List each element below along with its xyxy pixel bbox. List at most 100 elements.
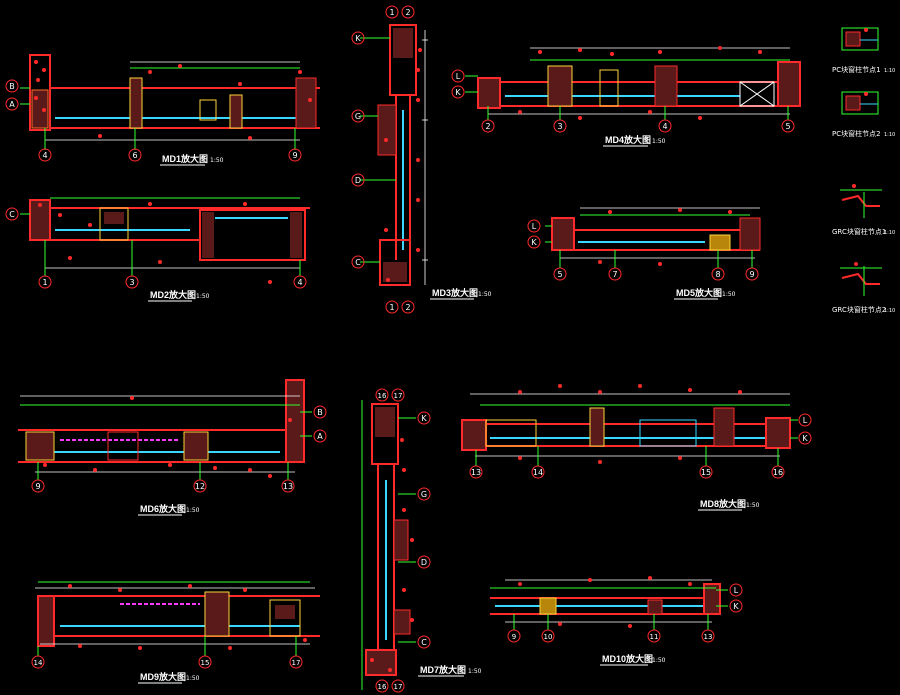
svg-text:L: L [734,586,739,595]
drawing-md10: 9 10 11 13 L K MD10放大图 1:50 [490,576,743,666]
svg-text:17: 17 [292,659,301,667]
plan-geometry [20,197,310,261]
annotation-dots [34,60,312,140]
grid-bubble: 16 [375,388,389,402]
svg-text:MD7放大图: MD7放大图 [420,664,466,675]
svg-text:C: C [421,638,427,647]
svg-text:K: K [421,414,427,423]
plan-geometry [20,54,320,131]
svg-text:L: L [456,72,461,81]
grid-bubble: 10 [541,614,555,643]
svg-text:1:50: 1:50 [478,291,492,298]
grid-bubble: 15 [198,636,212,669]
svg-text:L: L [803,416,808,425]
drawing-md6: 9 12 13 B A MD6放大图 1:50 [18,379,327,516]
svg-text:PC块窗柱节点2: PC块窗柱节点2 [832,129,881,138]
dimension-lines [20,395,300,473]
grid-bubble: B [5,79,19,93]
svg-text:13: 13 [704,633,713,641]
grid-bubble: 9 [31,462,45,493]
grid-bubbles-top: 1 2 [385,5,415,19]
grid-bubble: 13 [281,462,295,493]
dimension-lines [422,30,428,285]
dimension-lines [44,265,301,271]
svg-text:MD8放大图: MD8放大图 [700,498,746,509]
drawing-title: MD10放大图 1:50 [600,653,666,666]
svg-text:4: 4 [297,278,302,287]
annotation-dots [518,46,762,120]
grid-bubble: C [417,635,431,649]
svg-text:MD10放大图: MD10放大图 [602,653,653,664]
grid-bubble: 17 [391,388,405,402]
detail-pc2: PC块窗柱节点2 1:10 [832,91,895,138]
grid-bubble: D [417,555,431,569]
grid-bubbles-side: L K [798,413,812,445]
svg-text:PC块窗柱节点1: PC块窗柱节点1 [832,65,881,74]
svg-text:9: 9 [749,270,754,279]
grid-bubble: 5 [781,106,795,133]
plan-geometry [18,379,312,463]
svg-text:9: 9 [512,633,516,641]
grid-bubble: 9 [507,614,521,643]
plan-geometry [490,583,728,615]
grid-bubble: 2 [481,106,495,133]
grid-bubble: K [798,431,812,445]
svg-text:MD4放大图: MD4放大图 [605,134,651,145]
dimension-lines [505,579,712,623]
drawing-title: MD5放大图 1:50 [674,287,736,300]
svg-text:D: D [355,176,361,185]
svg-text:1:50: 1:50 [186,507,200,514]
dimension-lines [560,207,760,259]
annotation-dots [384,48,422,282]
drawing-md3: 1 2 1 2 K G D C MD3放大图 1:50 [351,5,492,314]
grid-bubble: 1 [385,5,399,19]
svg-text:A: A [317,432,323,441]
svg-text:2: 2 [485,122,490,131]
drawing-title: MD4放大图 1:50 [603,134,666,147]
svg-text:1:10: 1:10 [884,132,895,138]
svg-text:1:50: 1:50 [746,502,760,509]
grid-bubble: 4 [38,128,52,162]
grid-bubble: 3 [125,240,139,289]
plan-geometry [37,581,320,647]
svg-text:1: 1 [42,278,47,287]
drawing-title: MD2放大图 1:50 [148,289,210,302]
grid-bubble: 7 [608,250,622,281]
grid-bubbles-side: K G D C [351,31,365,269]
plan-geometry [361,400,416,690]
svg-text:MD1放大图: MD1放大图 [162,153,208,164]
plan-geometry [545,214,761,251]
svg-text:16: 16 [378,392,387,400]
svg-text:9: 9 [35,482,40,491]
svg-text:1:10: 1:10 [884,308,895,314]
grid-bubble: 3 [553,106,567,133]
grid-bubble: 14 [531,446,545,479]
plan-geometry [360,24,417,286]
grid-bubbles-side: C [5,207,19,221]
annotation-dots [38,202,272,284]
svg-text:K: K [455,88,461,97]
svg-text:17: 17 [394,683,403,691]
svg-text:5: 5 [557,270,562,279]
svg-text:1:50: 1:50 [652,138,666,145]
dimension-lines [488,47,790,115]
svg-text:K: K [733,602,739,611]
svg-text:14: 14 [533,468,543,477]
plan-geometry [465,59,801,109]
svg-text:2: 2 [405,8,410,17]
grid-bubble: 13 [701,614,715,643]
svg-text:13: 13 [471,468,481,477]
grid-bubbles-bottom: 16 17 [375,679,405,693]
grid-bubbles-side: L K [451,69,465,99]
drawing-title: MD9放大图 1:50 [138,671,200,684]
grid-bubbles-top: 16 17 [375,388,405,402]
grid-bubble: K [417,411,431,425]
grid-bubble: 12 [193,462,207,493]
annotation-dots [370,438,414,672]
drawing-title: MD8放大图 1:50 [698,498,760,511]
svg-text:MD6放大图: MD6放大图 [140,503,186,514]
grid-bubble: 13 [469,450,483,479]
grid-bubble: A [5,97,19,111]
annotation-dots [518,576,692,628]
svg-text:10: 10 [544,633,553,641]
